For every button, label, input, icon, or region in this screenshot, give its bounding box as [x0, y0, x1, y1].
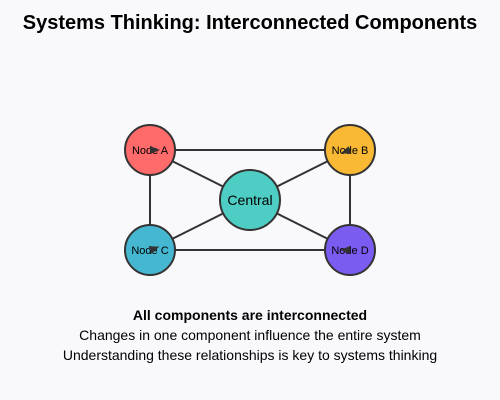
nodes-group: Central Node A Node B Node C Node D [124, 124, 376, 276]
arrowhead-at-b [340, 146, 352, 154]
arrowhead-at-d [340, 246, 350, 254]
node-central: Central [219, 169, 281, 231]
footer-line-2: Understanding these relationships is key… [63, 347, 437, 363]
node-d-label: Node D [331, 245, 368, 257]
footer-line-1: Changes in one component influence the e… [79, 327, 421, 343]
arrowhead-at-c [148, 246, 160, 254]
footer-heading: All components are interconnected [133, 307, 367, 323]
arrowhead-at-a [150, 146, 160, 154]
node-central-label: Central [227, 192, 272, 208]
node-c-label: Node C [131, 245, 168, 257]
arrowhead-overlay-group [148, 146, 352, 254]
diagram-title: Systems Thinking: Interconnected Compone… [23, 12, 478, 34]
node-central-circle [219, 169, 281, 231]
